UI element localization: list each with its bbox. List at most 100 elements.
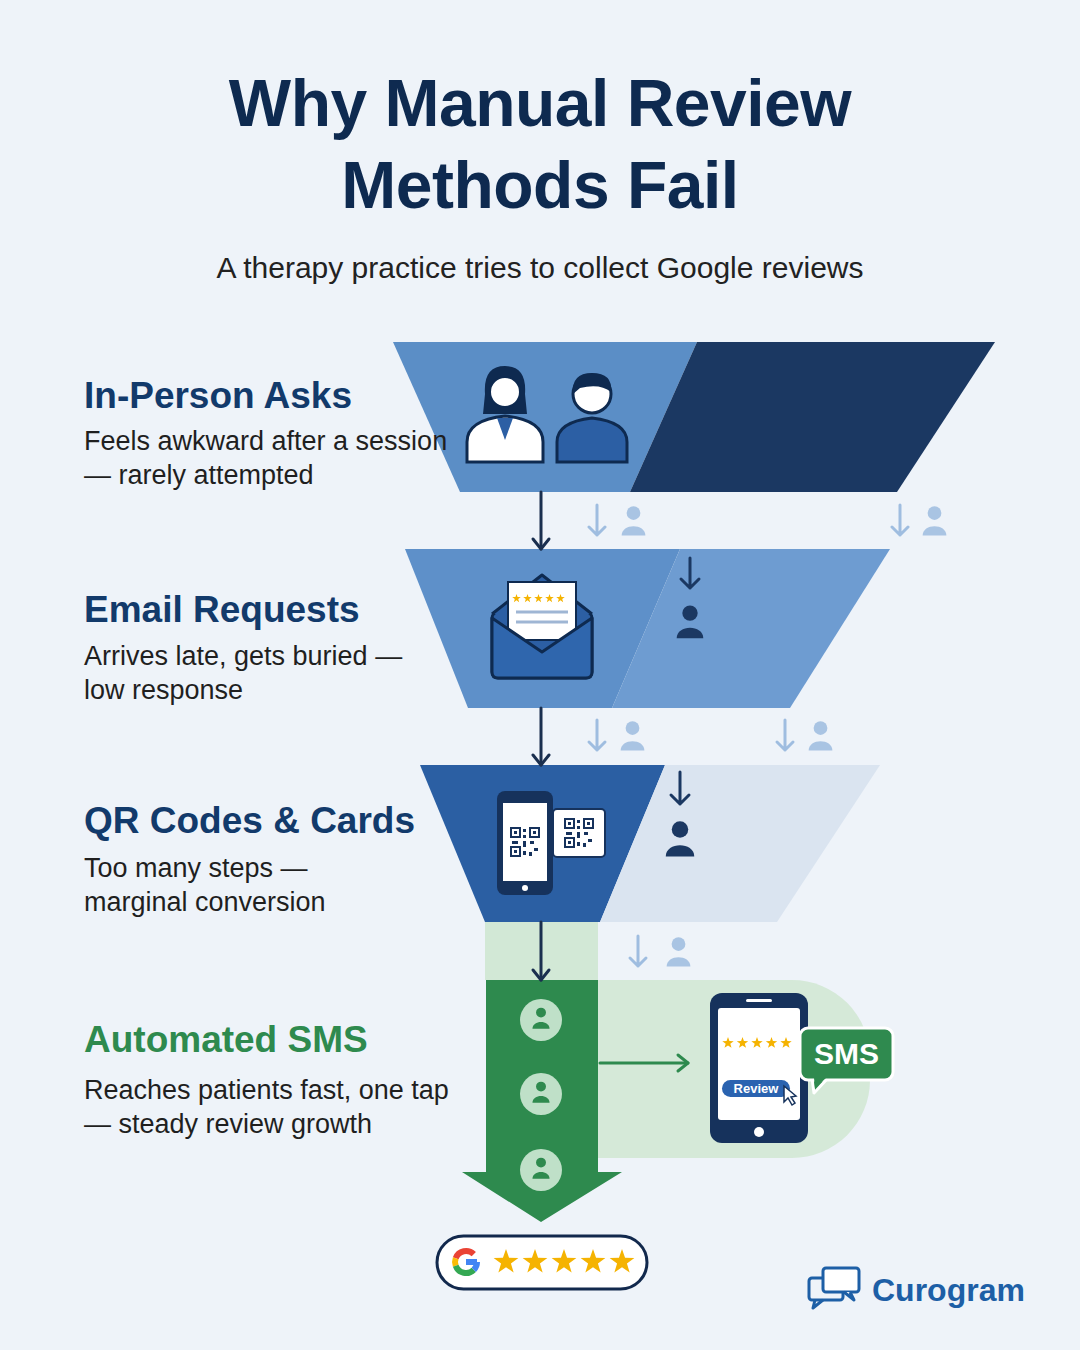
letter-lines [516,612,568,622]
dropoff-people [621,506,947,966]
patient-head [573,375,611,413]
stage-description: Feels awkward after a session — rarely a… [84,424,459,492]
arrow-head [533,970,549,980]
phone-screen [503,803,547,881]
qr-code [565,819,593,847]
green-arrow [462,980,622,1222]
flow-arrow [671,772,689,804]
logo-bubble [823,1268,859,1292]
star [534,594,543,602]
bubble-text: SMS [800,1028,893,1080]
patient-hair [573,373,611,394]
envelope-front [492,618,592,678]
green-strip [485,922,598,980]
flow-arrow [681,558,699,588]
person-badge [520,1149,562,1191]
coat [467,416,543,462]
star [581,1249,606,1273]
logo-arc [466,1262,477,1270]
person-badge [520,1073,562,1115]
flow-connector [533,922,549,980]
letter [508,582,576,640]
funnel-band-right [630,342,995,492]
star [722,1037,733,1048]
arrow-head [533,539,549,549]
phone-screen [718,1008,800,1120]
logo-icon [809,1268,859,1308]
funnel-band-right [600,765,880,922]
envelope-flap [492,575,592,614]
logo-arc [456,1251,474,1258]
phone-body [497,791,553,895]
funnel-stage: Email RequestsArrives late, gets buried … [84,549,890,708]
stage-description: Reaches patients fast, one tap — steady … [84,1073,464,1141]
qr-card [553,809,605,857]
person-icon [677,605,704,638]
star [556,594,565,602]
star [737,1037,748,1048]
patient-body [557,418,627,462]
connector-line [540,708,543,765]
connector-line [540,922,543,980]
star [780,1037,791,1048]
email-icon [492,575,592,678]
brand-name: Curogram [872,1271,1025,1309]
star [545,594,554,602]
person-icon [923,506,947,535]
person-icon [667,937,691,966]
collar [497,418,513,440]
star [610,1249,635,1273]
person-icon [621,721,645,750]
phone-button [522,885,528,891]
review-button [722,1080,790,1097]
person-icon [532,1008,549,1029]
logo-arc [452,1258,459,1266]
funnel-stage: In-Person AsksFeels awkward after a sess… [84,342,1000,492]
envelope-back [492,612,592,678]
star [512,594,521,602]
badge-pill [437,1236,647,1289]
flow-connector [600,1055,688,1071]
dropoff-arrow [589,720,605,750]
stage-description: Arrives late, gets buried — low response [84,639,419,707]
star [523,1249,548,1273]
connector-line [540,492,543,549]
connector-line [600,1062,688,1065]
person-icon [809,721,833,750]
phone-button [754,1127,764,1137]
logo-tail [844,1292,854,1300]
letter-stars [512,594,565,602]
person-icon [532,1082,549,1103]
phone-speaker [746,999,772,1002]
sms-bubble [800,1028,893,1080]
dropoff-arrow [777,720,793,750]
button-text: Review [722,1080,790,1097]
flow-connector [533,492,549,549]
subtitle: A therapy practice tries to collect Goog… [0,249,1080,287]
funnel-band-right [612,549,890,708]
flow-connector [533,708,549,765]
person-icon [532,1158,549,1179]
logo-arc [456,1266,474,1273]
star [766,1037,777,1048]
stage-heading: QR Codes & Cards [84,799,415,843]
arrow-head [533,755,549,765]
google-logo [455,1251,477,1273]
qr-icon [497,791,605,895]
google-rating-badge [437,1236,647,1289]
bubble-tail-fill [814,1078,826,1088]
stage-heading: Email Requests [84,588,360,632]
stage-heading: Automated SMS [84,1018,368,1062]
dropoff-arrows [589,505,908,966]
hair [483,366,527,414]
phone-body [710,993,808,1143]
dropoff-arrow [630,936,646,966]
person-icon [622,506,646,535]
arrow-people [520,999,562,1191]
qr-code [511,828,539,856]
title: Why Manual Review Methods Fail [160,62,920,226]
star [494,1249,519,1273]
stage-heading: In-Person Asks [84,374,352,418]
cursor [784,1086,796,1105]
